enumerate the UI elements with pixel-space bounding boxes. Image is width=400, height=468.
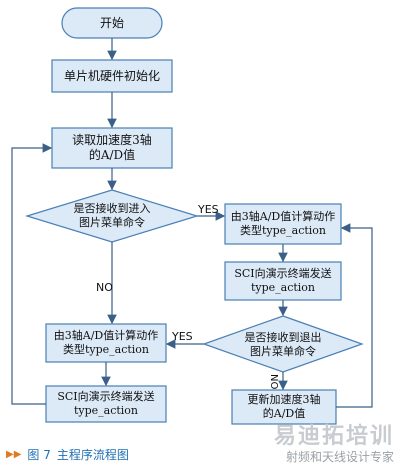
calc-left-box	[45, 323, 167, 363]
yes-label-1: YES	[198, 203, 219, 216]
no-label-2: NO	[268, 374, 279, 390]
exit-decision-text: 是否接收到退出 图片菜单命令	[244, 331, 322, 358]
no-label-1: NO	[96, 281, 113, 294]
sci-left-text: SCI向演示终端发送 type_action	[57, 390, 155, 417]
sci-left-box	[45, 385, 167, 423]
update-text: 更新加速度3轴 的A/D值	[247, 393, 321, 420]
watermark-main: 易迪拓培训	[273, 424, 394, 449]
watermark-sub: 射频和天线设计专家	[285, 450, 394, 464]
calc-right-box	[224, 203, 342, 245]
enter-decision-text: 是否接收到进入 图片菜单命令	[73, 202, 151, 229]
figure-caption: ▶▶ 图 7 主程序流程图	[6, 446, 129, 463]
watermark: 易迪拓培训 射频和天线设计专家	[274, 418, 394, 465]
calc-left-text: 由3轴A/D值计算动作 类型type_action	[53, 329, 159, 356]
caption-title: 主程序流程图	[56, 448, 129, 462]
arrow-update-loop	[336, 223, 373, 408]
caption-marker-icon: ▶▶	[6, 449, 22, 460]
init-text: 单片机硬件初始化	[63, 68, 160, 83]
read-text: 读取加速度3轴 的A/D值	[72, 133, 152, 162]
init-box	[51, 59, 173, 93]
sci-right-text: SCI向演示终端发送 type_action	[234, 267, 332, 294]
start-text: 开始	[99, 15, 124, 30]
caption-figure-number: 图 7	[27, 448, 51, 462]
arrow-sci-left-loop	[11, 143, 53, 405]
yes-label-2: YES	[172, 330, 193, 343]
calc-right-text: 由3轴A/D值计算动作 类型type_action	[230, 210, 336, 237]
